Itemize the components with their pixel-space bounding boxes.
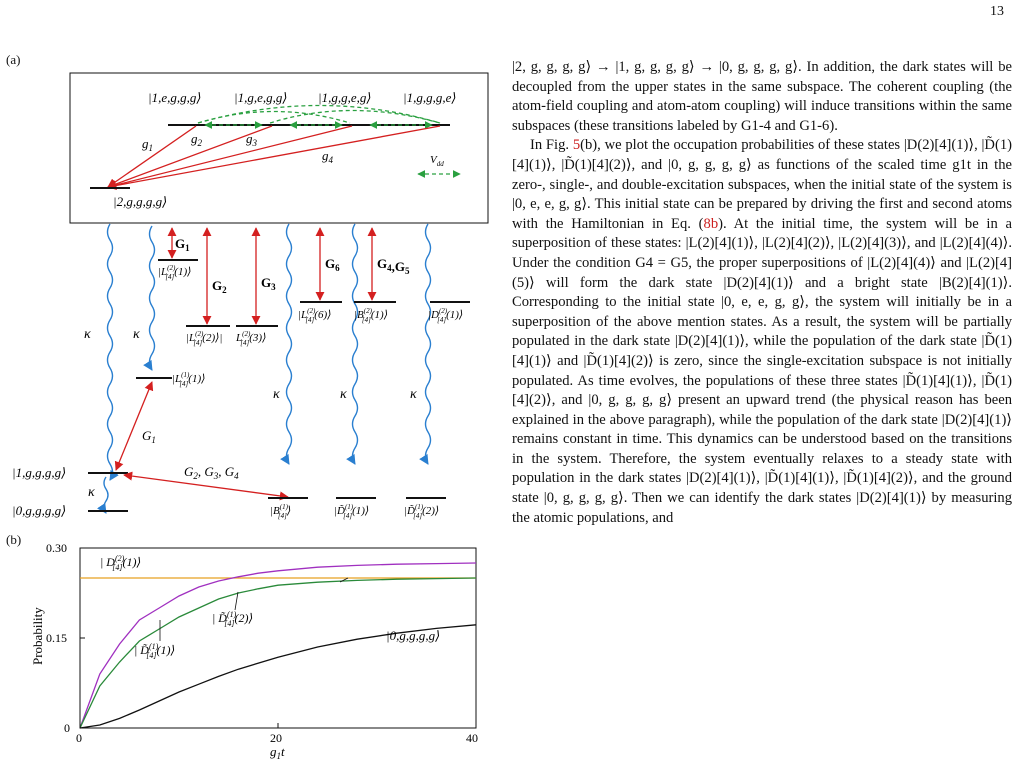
panel-a-label: (a) bbox=[6, 52, 21, 67]
kappa-3: κ bbox=[273, 387, 280, 402]
series-line-1 bbox=[79, 562, 477, 729]
G6-label: G6 bbox=[325, 256, 340, 273]
page-number: 13 bbox=[990, 4, 1004, 19]
state-Dt1-2: |D̃(1)[4](2)⟩ bbox=[404, 503, 439, 520]
ytick-0: 0 bbox=[64, 721, 70, 735]
kappa-1: κ bbox=[84, 327, 91, 342]
g4-label: g4 bbox=[322, 148, 334, 165]
label-0g: |0,g,g,g,g⟩ bbox=[386, 628, 440, 643]
G45-label: G4,G5 bbox=[377, 256, 410, 276]
state-B1: |B(1)[4]⟩ bbox=[270, 503, 291, 520]
level-diagram: |1,e,g,g,g⟩ |1,g,e,g,g⟩ |1,g,g,e,g⟩ |1,g… bbox=[12, 72, 489, 520]
ytick-015: 0.15 bbox=[46, 631, 67, 645]
state-L1-1: |L(1)[4](1)⟩ bbox=[172, 371, 205, 388]
state-2g: |2,g,g,g,g⟩ bbox=[113, 194, 167, 209]
xlabel: g1t bbox=[270, 744, 285, 761]
label-Dt1-1: | D̃(1)[4](1)⟩ bbox=[134, 642, 175, 660]
g1-label: g1 bbox=[142, 136, 153, 153]
xtick-0: 0 bbox=[76, 731, 82, 745]
ytick-030: 0.30 bbox=[46, 541, 67, 555]
state-L2-6: |L(2)[4](6)⟩ bbox=[298, 307, 331, 324]
g3-label: g3 bbox=[246, 131, 258, 148]
series-line-2 bbox=[79, 577, 477, 729]
g2-label: g2 bbox=[191, 131, 203, 148]
xtick-40: 40 bbox=[466, 731, 478, 745]
G3-label: G3 bbox=[261, 275, 276, 292]
eq-ref[interactable]: 8b bbox=[703, 215, 719, 232]
kappa-6: κ bbox=[88, 485, 95, 500]
G2-label: G2 bbox=[212, 278, 227, 295]
panel-b-label: (b) bbox=[6, 532, 22, 547]
vdd-couplings bbox=[197, 104, 441, 129]
vdd-label: Vdd bbox=[430, 154, 444, 168]
upper-subspace-box bbox=[69, 72, 489, 224]
body-text-column: |2, g, g, g, g⟩ → |1, g, g, g, g⟩ → |0, … bbox=[512, 58, 1012, 528]
state-top-3: |1,g,g,e,g⟩ bbox=[318, 90, 371, 105]
state-0g: |0,g,g,g,g⟩ bbox=[12, 503, 66, 518]
population-plot: 0 0.15 0.30 0 20 40 Probability g1t | D(… bbox=[30, 541, 478, 761]
g-couplings bbox=[107, 125, 441, 190]
G1-lower-arrow bbox=[114, 381, 154, 471]
G234-label: G2, G3, G4 bbox=[184, 464, 239, 481]
state-L2-3: L(2)[4](3)⟩ bbox=[235, 330, 266, 347]
state-1g: |1,g,g,g,g⟩ bbox=[12, 465, 66, 480]
paragraph-1: |2, g, g, g, g⟩ → |1, g, g, g, g⟩ → |0, … bbox=[512, 59, 1012, 134]
decay-lines bbox=[97, 223, 432, 514]
state-top-4: |1,g,g,g,e⟩ bbox=[403, 90, 456, 105]
G1-label: G1 bbox=[175, 236, 190, 253]
series-line-3 bbox=[79, 624, 477, 729]
ylabel: Probability bbox=[30, 607, 45, 665]
G-couplings bbox=[167, 227, 377, 325]
state-B2-1: |B(2)[4](1)⟩ bbox=[354, 307, 388, 324]
state-top-2: |1,g,e,g,g⟩ bbox=[234, 90, 287, 105]
state-L2-2: |L(2)[4](2)⟩| bbox=[186, 330, 222, 347]
state-top-1: |1,e,g,g,g⟩ bbox=[148, 90, 201, 105]
state-D2-1: |D(2)[4](1)⟩ bbox=[428, 307, 463, 324]
G234-arrow bbox=[123, 471, 289, 501]
paragraph-2: In Fig. 5(b), we plot the occupation pro… bbox=[512, 137, 1013, 526]
state-L2-1: |L(2)[4](1)⟩ bbox=[158, 264, 191, 281]
G1-lower-label: G1 bbox=[142, 428, 156, 445]
kappa-2: κ bbox=[133, 327, 140, 342]
xtick-20: 20 bbox=[270, 731, 282, 745]
kappa-4: κ bbox=[340, 387, 347, 402]
kappa-5: κ bbox=[410, 387, 417, 402]
state-Dt1-1: |D̃(1)[4](1)⟩ bbox=[334, 503, 369, 520]
label-D2-1: | D(2)[4](1)⟩ bbox=[100, 554, 141, 572]
fig-ref[interactable]: 5 bbox=[572, 137, 581, 154]
label-Dt1-2: | D̃(1)[4](2)⟩ bbox=[212, 610, 253, 628]
